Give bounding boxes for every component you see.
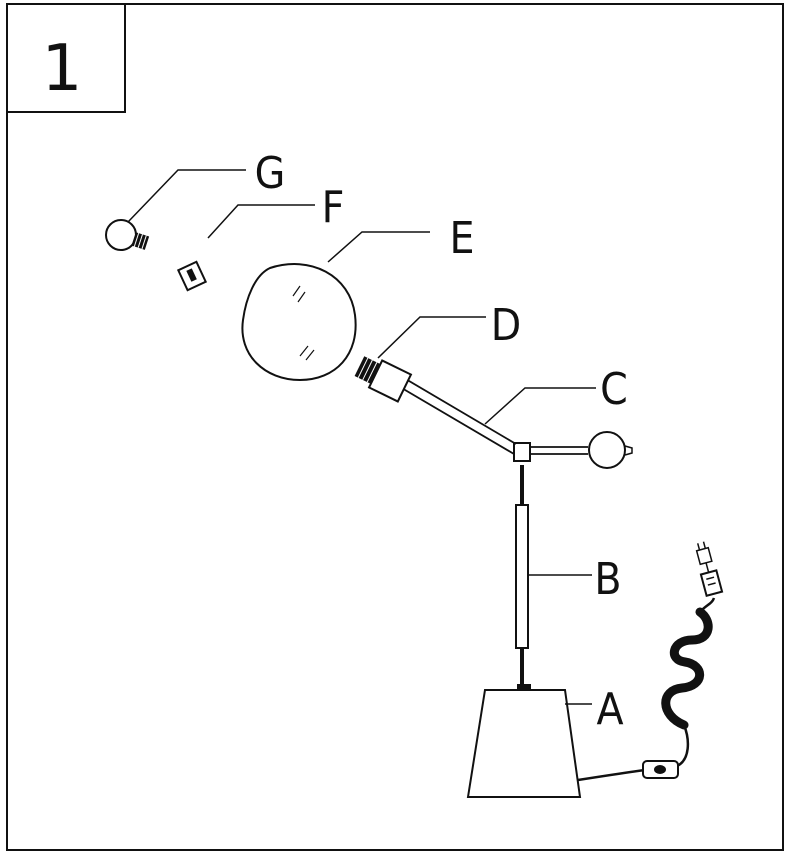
label-a: A xyxy=(596,684,623,735)
part-d-leader xyxy=(377,316,486,359)
part-e-globe xyxy=(241,231,430,382)
part-d-socket xyxy=(354,356,413,403)
label-c: C xyxy=(600,364,628,415)
part-f-leader xyxy=(207,204,315,239)
part-c-arm xyxy=(399,377,633,469)
part-a-base xyxy=(466,684,592,798)
power-cord xyxy=(577,541,724,782)
label-e: E xyxy=(449,213,474,264)
step-number-box: 1 xyxy=(7,4,126,113)
part-b-pole xyxy=(515,465,592,684)
inline-switch xyxy=(642,760,679,779)
outer-frame xyxy=(6,3,784,851)
label-g: G xyxy=(255,148,286,199)
label-b: B xyxy=(594,554,621,605)
label-d: D xyxy=(491,300,522,351)
part-f-fitting xyxy=(176,260,208,292)
step-number: 1 xyxy=(42,32,83,106)
label-f: F xyxy=(322,182,345,233)
part-g-bulb xyxy=(105,169,246,251)
